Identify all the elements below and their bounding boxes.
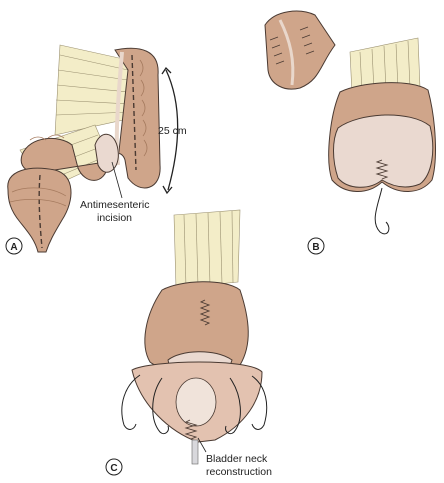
length-arrow	[161, 66, 179, 195]
panel-a: 25 cm Antimesenteric incision A	[5, 44, 187, 255]
pouch-b	[328, 82, 436, 235]
colon-fragment-b	[264, 10, 336, 90]
panel-b-badge	[307, 237, 325, 255]
incision-label-line1: Antimesenteric	[80, 199, 149, 211]
bladder-label-line2: reconstruction	[206, 466, 272, 478]
mesentery-c	[173, 209, 241, 289]
panel-a-badge	[5, 237, 23, 255]
length-label: 25 cm	[158, 125, 187, 137]
panel-b: B	[264, 10, 436, 255]
bladder-c	[121, 361, 268, 465]
panel-c-label: C	[110, 463, 117, 474]
incision-label-line2: incision	[97, 212, 132, 224]
incision-pointer-line	[111, 161, 123, 199]
panel-b-label: B	[312, 242, 319, 253]
bladder-pointer-line	[197, 437, 207, 453]
panel-c-badge	[105, 458, 123, 476]
panel-c: Bladder neck reconstruction C	[105, 209, 272, 478]
bladder-label-line1: Bladder neck	[206, 453, 268, 465]
bladder-bulb-a	[7, 167, 72, 253]
panel-a-label: A	[10, 242, 17, 253]
